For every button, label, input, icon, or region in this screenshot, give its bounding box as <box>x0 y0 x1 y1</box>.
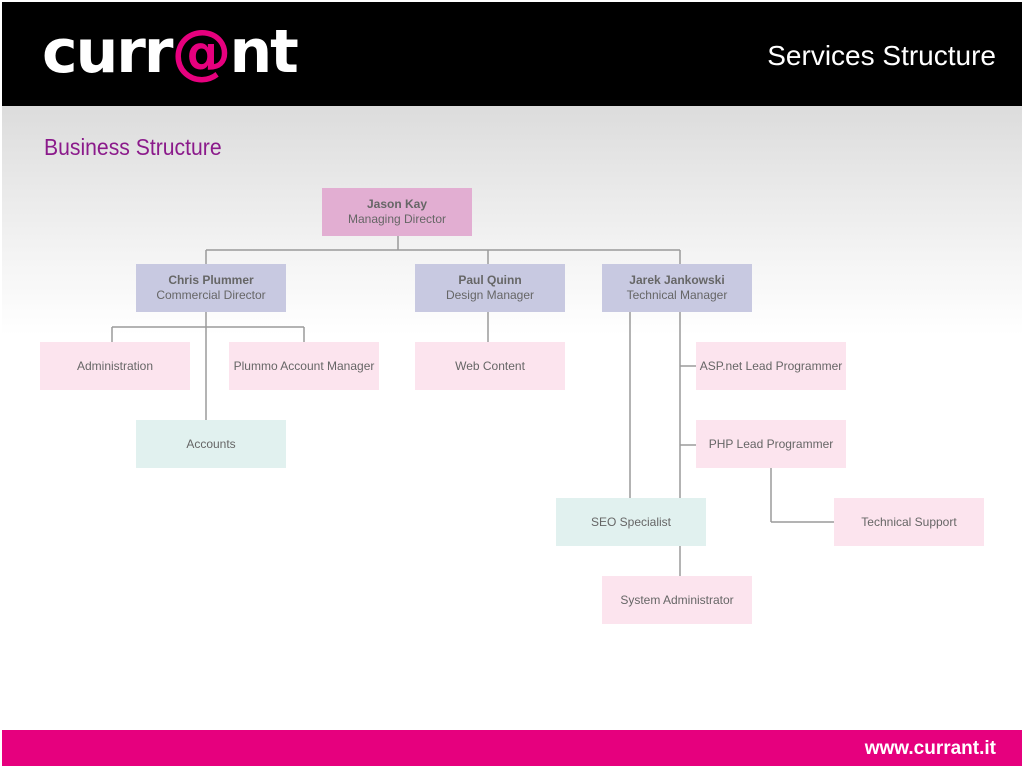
org-node-system-administrator: System Administrator <box>602 576 752 624</box>
org-node-seo-specialist: SEO Specialist <box>556 498 706 546</box>
footer-bar: www.currant.it <box>2 730 1022 766</box>
job-title: Managing Director <box>347 212 447 226</box>
job-title: Technical Manager <box>626 288 728 302</box>
org-node-technical-support: Technical Support <box>834 498 984 546</box>
job-title: Design Manager <box>445 288 535 302</box>
slide-title: Services Structure <box>767 40 996 71</box>
org-node-aspnet-lead-programmer: ASP.net Lead Programmer <box>696 342 846 390</box>
org-node-php-lead-programmer: PHP Lead Programmer <box>696 420 846 468</box>
person-name: Jarek Jankowski <box>629 273 725 287</box>
org-node-accounts: Accounts <box>136 420 286 468</box>
section-heading: Business Structure <box>44 134 222 160</box>
currant-logo: curr@nt <box>42 17 299 87</box>
org-node-plummo-account-manager: Plummo Account Manager <box>229 342 379 390</box>
org-node-managing-director: Jason Kay Managing Director <box>322 188 472 236</box>
org-node-technical-manager: Jarek Jankowski Technical Manager <box>602 264 752 312</box>
person-name: Jason Kay <box>366 197 428 211</box>
org-node-administration: Administration <box>40 342 190 390</box>
person-name: Chris Plummer <box>168 273 254 287</box>
job-title: Commercial Director <box>156 288 266 302</box>
org-node-commercial-director: Chris Plummer Commercial Director <box>136 264 286 312</box>
org-node-web-content: Web Content <box>415 342 565 390</box>
slide-body <box>2 106 1022 730</box>
website-link[interactable]: www.currant.it <box>864 738 996 759</box>
org-node-design-manager: Paul Quinn Design Manager <box>415 264 565 312</box>
header-bar: curr@nt Services Structure <box>2 2 1022 106</box>
person-name: Paul Quinn <box>458 273 522 287</box>
